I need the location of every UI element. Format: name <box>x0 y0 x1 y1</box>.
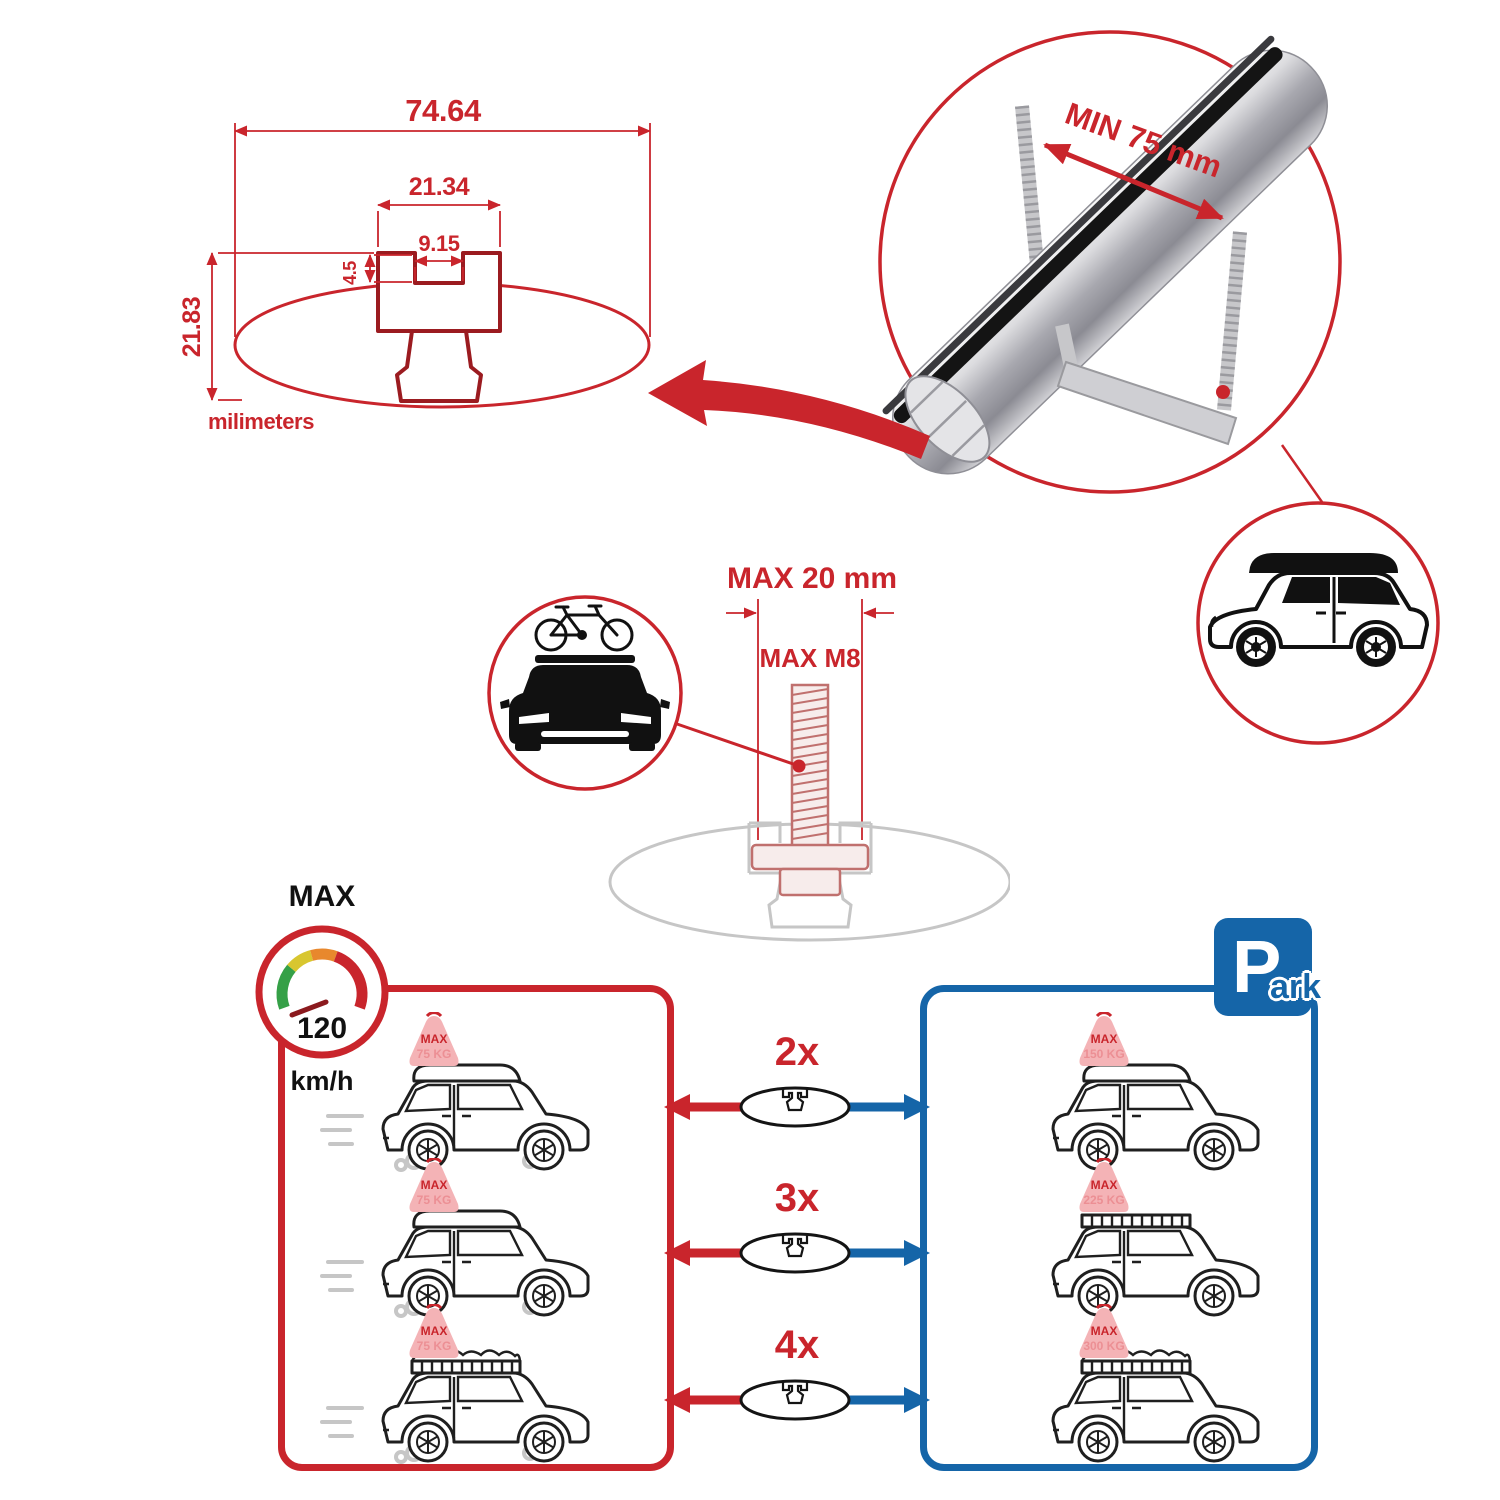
t-slot-channel <box>376 251 502 333</box>
bolt-detail: MAX 20 mm MAX M8 <box>608 562 1010 942</box>
crossbar-exchange-row-2 <box>664 1232 930 1274</box>
roof-load-sign: MAX 225 KG <box>1078 1158 1130 1214</box>
roof-load-sign: MAX 150 KG <box>1078 1012 1130 1068</box>
left-arrowhead <box>664 1387 690 1413</box>
svg-text:150 KG: 150 KG <box>1083 1047 1124 1061</box>
car-front-icon <box>500 655 670 751</box>
t-slot-keel <box>395 329 483 403</box>
dim-total-width: 74.64 <box>405 93 482 128</box>
driving-rules-box <box>278 985 674 1471</box>
clamp-front <box>1055 231 1247 446</box>
dim-lip-height: 4.5 <box>340 261 360 285</box>
right-arrowhead <box>904 1240 930 1266</box>
speed-units-label: km/h <box>290 1066 354 1096</box>
bolt-max-length-label: MAX 20 mm <box>727 562 897 595</box>
crossbar-exchange-row-1 <box>664 1086 930 1128</box>
parking-sign: P ark <box>1214 918 1321 1016</box>
parking-sign-p: P <box>1232 925 1282 1008</box>
parked-car-1: MAX 150 KG <box>988 1012 1288 1177</box>
gauge-ring <box>255 925 389 1059</box>
svg-text:75 KG: 75 KG <box>417 1193 452 1207</box>
parking-sign-ark: ark <box>1270 968 1322 1006</box>
svg-text:MAX: MAX <box>421 1178 448 1192</box>
crossbar-detail-circle: MIN 75 mm <box>878 30 1342 494</box>
driving-car-2: MAX 75 KG <box>320 1158 618 1318</box>
clamp-plate <box>1056 360 1238 446</box>
svg-text:75 KG: 75 KG <box>417 1047 452 1061</box>
count-4x: 4x <box>774 1323 820 1367</box>
parked-car-2: MAX 225 KG <box>988 1158 1288 1323</box>
left-arrowhead <box>664 1094 690 1120</box>
cross-section-drawing: 74.64 21.34 9.15 4.5 21.83 milimeters <box>178 93 651 434</box>
svg-text:225 KG: 225 KG <box>1083 1193 1124 1207</box>
roof-load-sign: MAX 75 KG <box>408 1158 460 1214</box>
clamp-point-dot <box>1216 385 1230 399</box>
gauge-needle <box>289 999 329 1018</box>
dim-opening-width: 9.15 <box>418 231 459 256</box>
parked-car-3: MAX 300 KG <box>988 1304 1288 1469</box>
speed-max-label: MAX <box>288 880 356 913</box>
bicycle-icon <box>534 604 634 652</box>
bolt-dimension-lines <box>726 599 894 840</box>
svg-text:MAX: MAX <box>1091 1178 1118 1192</box>
right-arrowhead <box>904 1387 930 1413</box>
suv-with-roofbox-icon <box>1208 553 1429 667</box>
dim-total-height: 21.83 <box>178 297 206 358</box>
clamp-rear-rod <box>1015 105 1045 276</box>
svg-text:MAX: MAX <box>421 1324 448 1338</box>
svg-text:MAX: MAX <box>1091 1324 1118 1338</box>
driving-car-1: MAX 75 KG <box>320 1012 618 1172</box>
left-arrowhead <box>664 1240 690 1266</box>
right-arrowhead <box>904 1094 930 1120</box>
units-label: milimeters <box>208 409 314 434</box>
roof-load-sign: MAX 300 KG <box>1078 1304 1130 1360</box>
gauge-arcs <box>276 948 368 1010</box>
svg-text:75 KG: 75 KG <box>417 1339 452 1353</box>
speed-gauge: 120 <box>255 925 389 1059</box>
svg-text:MAX: MAX <box>1091 1032 1118 1046</box>
roof-load-sign: MAX 75 KG <box>408 1012 460 1068</box>
crossbar-exchange-row-3 <box>664 1379 930 1421</box>
dimension-lines <box>206 123 651 401</box>
t-bolt-icon <box>750 683 870 897</box>
driving-car-3: MAX 75 KG <box>320 1304 618 1464</box>
bolt-max-thread-label: MAX M8 <box>759 643 860 673</box>
rubber-strip <box>893 47 1283 424</box>
parking-rules-box <box>920 985 1318 1471</box>
count-3x: 3x <box>774 1176 820 1220</box>
svg-text:MAX: MAX <box>421 1032 448 1046</box>
speed-value: 120 <box>297 1012 347 1045</box>
dim-channel-width: 21.34 <box>409 173 470 201</box>
count-2x: 2x <box>774 1030 820 1074</box>
vehicle-circle <box>1196 501 1440 745</box>
car-front-circle <box>487 595 683 791</box>
min-span-arrow <box>1043 142 1224 221</box>
svg-text:300 KG: 300 KG <box>1083 1339 1124 1353</box>
roof-load-sign: MAX 75 KG <box>408 1304 460 1360</box>
